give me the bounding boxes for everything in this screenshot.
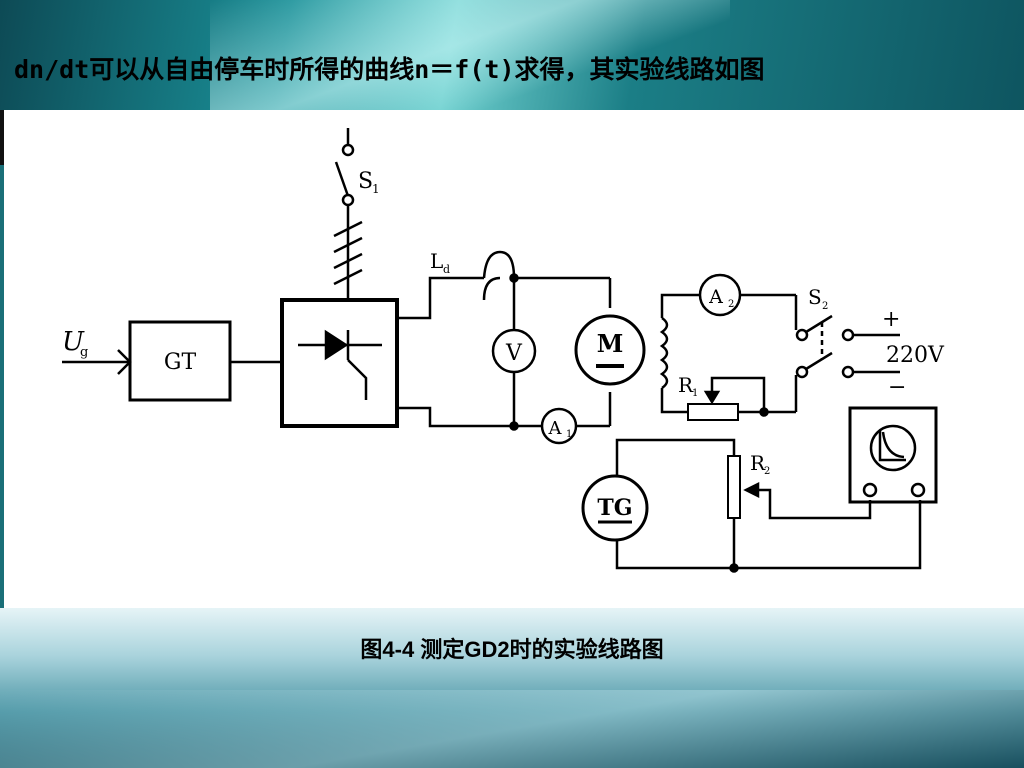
- circuit-diagram: U g GT S 1 L d: [62, 128, 945, 573]
- supply-minus: −: [888, 375, 906, 400]
- s2-label-sub: 2: [822, 301, 828, 312]
- field-circuit: [659, 293, 798, 421]
- tachogenerator-label: TG: [597, 495, 632, 521]
- armature-wiring: [397, 250, 612, 431]
- r1-label-sub: 1: [692, 388, 698, 399]
- ammeter-a2-label: A: [708, 286, 723, 308]
- recorder-instrument: [848, 406, 938, 504]
- voltmeter-label: V: [505, 341, 523, 366]
- ammeter-a1: [540, 407, 578, 445]
- s2-label: S: [808, 285, 822, 309]
- tachogenerator: [581, 474, 649, 542]
- ammeter-a2: [698, 273, 742, 317]
- r1-label: R: [678, 373, 694, 397]
- ammeter-a2-sub: 2: [728, 299, 734, 310]
- supply-plus: +: [882, 307, 900, 332]
- voltmeter: [491, 328, 537, 374]
- r2-label: R: [750, 451, 766, 475]
- s1-label: S: [358, 169, 373, 194]
- footer-highlight: [0, 690, 1024, 768]
- s1-label-sub: 1: [372, 182, 380, 196]
- switch-s1: [333, 128, 363, 300]
- header-highlight: [210, 0, 730, 110]
- tg-circuit: [615, 438, 922, 573]
- ammeter-a1-label: A: [548, 418, 563, 439]
- thyristor-symbol: [298, 329, 382, 400]
- motor: [574, 314, 646, 386]
- input-label-sub: g: [80, 345, 88, 360]
- supply-voltage: 220V: [886, 343, 945, 368]
- ld-label: L: [430, 249, 443, 273]
- slide-title: dn/dt可以从自由停车时所得的曲线n＝f(t)求得，其实验线路如图: [14, 55, 765, 84]
- ammeter-a1-sub: 1: [566, 429, 572, 440]
- ld-label-sub: d: [443, 263, 450, 276]
- panel-edge-mark: [0, 110, 4, 165]
- switch-s2: [795, 314, 900, 379]
- r2-label-sub: 2: [764, 466, 770, 477]
- figure-caption: 图4-4 测定GD2时的实验线路图: [360, 637, 664, 662]
- diagram-panel: [4, 110, 1024, 608]
- thyristor-block: [280, 298, 399, 428]
- input-label: U: [62, 327, 85, 357]
- gt-label: GT: [164, 350, 197, 375]
- motor-label: M: [597, 329, 624, 358]
